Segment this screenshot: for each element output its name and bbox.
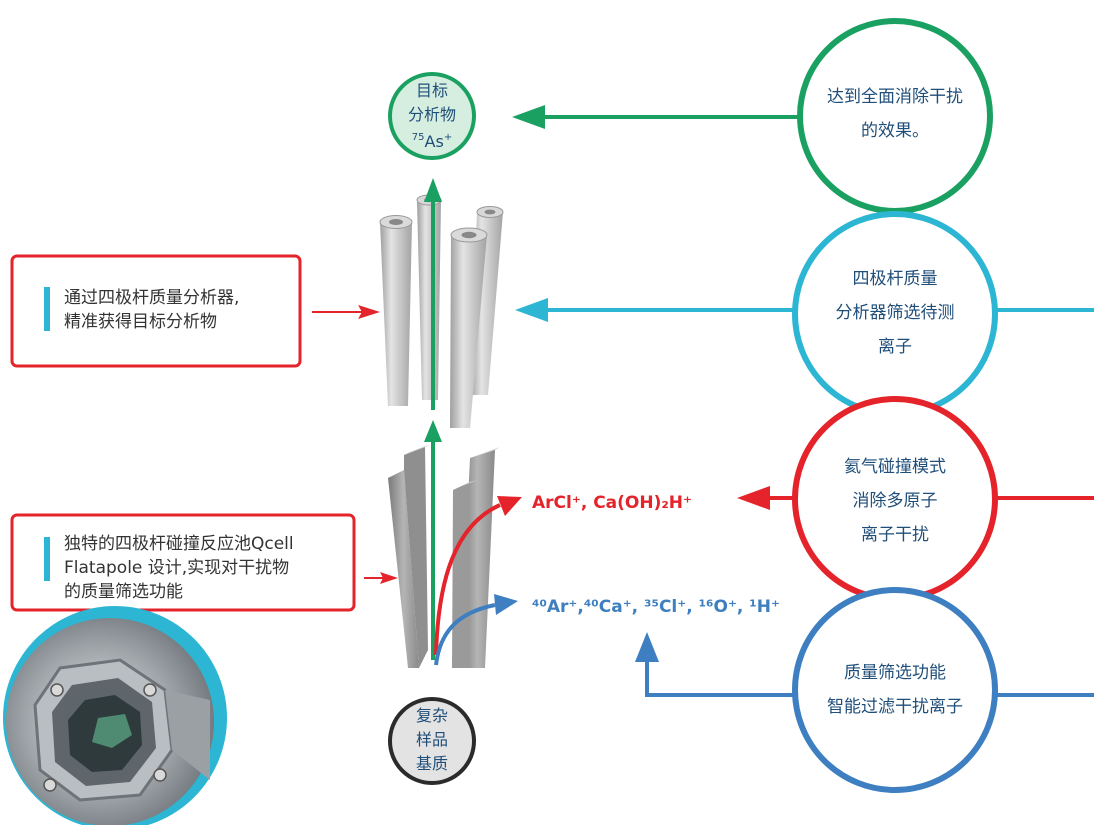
quadrupole-rods-icon	[379, 194, 504, 428]
quadrupole-line-2: 分析器筛选待测	[836, 303, 955, 323]
helium-line-2: 消除多原子	[853, 491, 938, 511]
elimination-line-1: 达到全面消除干扰	[827, 87, 963, 107]
sample-line-1: 复杂	[416, 706, 448, 725]
helium-line-1: 氦气碰撞模式	[844, 457, 946, 477]
elimination-circle	[797, 18, 993, 214]
quadrupole-line-1: 四极杆质量	[853, 269, 938, 289]
ion-path-blue	[434, 594, 518, 666]
target-analyte-circle	[388, 72, 476, 160]
ion-path-green	[424, 178, 442, 660]
qcell-hardware-photo	[3, 606, 227, 825]
target-line-1: 目标	[416, 81, 448, 100]
mass-filter-circle	[792, 587, 998, 793]
elimination-arrow	[512, 105, 805, 129]
qcell-note-line-1: 独特的四极杆碰撞反应池Qcell	[64, 534, 294, 554]
quadrupole-line-3: 离子	[878, 337, 912, 357]
atomic-ions-label: ⁴⁰Ar⁺,⁴⁰Ca⁺, ³⁵Cl⁺, ¹⁶O⁺, ¹H⁺	[532, 597, 780, 617]
qcell-note-line-3: 的质量筛选功能	[64, 582, 183, 602]
sample-line-2: 样品	[416, 730, 448, 749]
quadrupole-note-arrow	[312, 305, 380, 319]
qcell-note-box: 独特的四极杆碰撞反应池Qcell Flatapole 设计,实现对干扰物 的质量…	[10, 513, 356, 612]
quadrupole-note-line-1: 通过四极杆质量分析器,	[64, 288, 239, 308]
qcell-note-line-2: Flatapole 设计,实现对干扰物	[64, 558, 289, 578]
quadrupole-note-box: 通过四极杆质量分析器, 精准获得目标分析物	[10, 254, 302, 368]
target-line-2: 分析物	[408, 105, 456, 124]
helium-line-3: 离子干扰	[861, 525, 929, 545]
sample-line-3: 基质	[416, 754, 448, 773]
mass-filter-line-2: 智能过滤干扰离子	[827, 697, 963, 717]
elimination-line-2: 的效果。	[861, 121, 929, 141]
flatapole-bars-icon	[388, 444, 500, 668]
ion-path-red	[434, 496, 522, 656]
qcell-note-arrow	[364, 572, 398, 584]
sample-matrix-circle	[388, 697, 476, 785]
mass-filter-line-1: 质量筛选功能	[844, 663, 946, 683]
target-ion: 75As+	[412, 132, 452, 151]
quadrupole-note-line-2: 精准获得目标分析物	[64, 312, 217, 332]
polyatomic-ions-label: ArCl⁺, Ca(OH)₂H⁺	[532, 493, 692, 513]
